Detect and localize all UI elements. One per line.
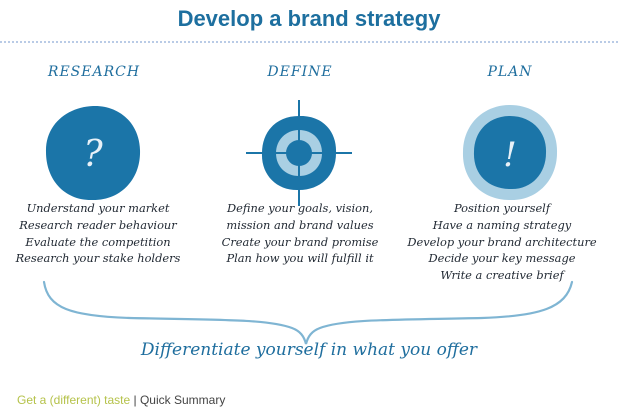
heading-plan: PLAN xyxy=(487,64,533,80)
heading-define: DEFINE xyxy=(267,64,333,80)
list-item: Develop your brand architecture xyxy=(407,234,597,249)
list-item: Decide your key message xyxy=(428,251,576,266)
research-list: Understand your market Research reader b… xyxy=(0,200,198,267)
list-item: Have a naming strategy xyxy=(432,217,572,232)
list-item: Create your brand promise xyxy=(221,234,379,249)
footer: Get a (different) taste | Quick Summary xyxy=(17,393,225,407)
dotted-divider xyxy=(0,41,618,43)
define-list: Define your goals, vision, mission and b… xyxy=(200,200,400,267)
plan-list: Position yourself Have a naming strategy… xyxy=(402,200,602,284)
list-item: Plan how you will fulfill it xyxy=(226,251,374,266)
list-item: Understand your market xyxy=(26,201,170,215)
list-item: Position yourself xyxy=(453,201,551,215)
list-item: Write a creative brief xyxy=(440,268,564,283)
footer-summary: Quick Summary xyxy=(139,393,226,407)
footer-separator: | xyxy=(130,393,140,407)
page-title: Develop a brand strategy xyxy=(177,6,441,31)
question-glyph: ? xyxy=(83,134,103,175)
exclamation-glyph: ! xyxy=(503,135,517,175)
tagline: Differentiate yourself in what you offer xyxy=(140,340,478,360)
heading-research: RESEARCH xyxy=(47,64,141,80)
list-item: mission and brand values xyxy=(226,217,374,232)
footer-link[interactable]: Get a (different) taste xyxy=(17,393,131,407)
grouping-brace xyxy=(0,272,618,352)
list-item: Research reader behaviour xyxy=(19,217,177,232)
list-item: Research your stake holders xyxy=(15,251,181,266)
list-item: Define your goals, vision, xyxy=(227,201,373,215)
exclamation-mark-icon: ! xyxy=(457,100,563,206)
question-mark-icon: ? xyxy=(40,100,146,206)
list-item: Evaluate the competition xyxy=(25,234,171,249)
target-crosshair-icon xyxy=(246,100,352,206)
